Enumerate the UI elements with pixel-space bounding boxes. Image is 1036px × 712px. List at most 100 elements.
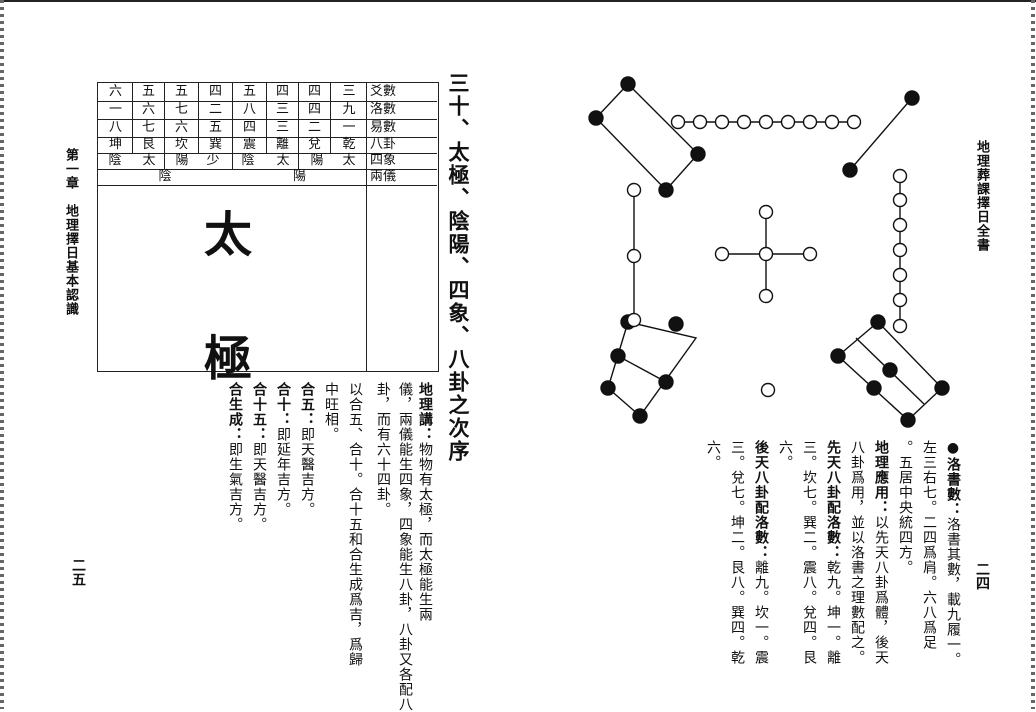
- table-cell: 九: [342, 102, 356, 117]
- left-body-col-5: 中旺相。: [323, 382, 339, 442]
- row-label-luo: 洛數: [370, 102, 397, 117]
- table-cell: 六: [141, 102, 155, 117]
- left-body-col-8: 合十五：即天醫吉方。: [251, 382, 267, 532]
- white-dot: [626, 312, 642, 328]
- left-body-col-1: 地理講：物物有太極，而太極能生兩: [417, 382, 433, 622]
- table-cell: 坎: [174, 137, 188, 152]
- black-dot: [870, 314, 886, 330]
- white-dot: [892, 168, 908, 184]
- black-dot: [934, 380, 950, 396]
- right-body-col-2: 左三右七。二四爲肩。六八爲足: [921, 440, 937, 650]
- table-cell: 一: [108, 102, 122, 117]
- white-dot: [714, 114, 730, 130]
- white-dot: [758, 204, 774, 220]
- white-dot: [802, 246, 818, 262]
- white-dot: [892, 292, 908, 308]
- table-cell: 五: [208, 120, 222, 135]
- black-dot: [866, 380, 882, 396]
- table-cell: 兌: [307, 137, 321, 152]
- table-cell: 坤: [108, 137, 122, 152]
- table-cell: 八: [242, 102, 256, 117]
- page-top-edge: [0, 0, 1036, 2]
- section-title: 三十、太極、陰陽、四象、八卦之次序: [446, 72, 471, 463]
- sixiang-cell: 陰: [108, 153, 122, 168]
- black-dot: [600, 380, 616, 396]
- white-dot: [758, 288, 774, 304]
- left-body-col-4: 以合五、合十。合十五和合生成爲吉，爲歸: [347, 382, 363, 667]
- left-binding-edge: [0, 0, 4, 709]
- black-dot: [882, 362, 898, 378]
- table-cell: 五: [242, 84, 256, 99]
- table-cell: 四: [307, 102, 321, 117]
- book-header: 地理葬課擇日全書: [974, 140, 989, 252]
- black-dot: [842, 162, 858, 178]
- right-body-col-6: 先天八卦配洛數：乾九。坤一。離: [825, 440, 841, 665]
- white-dot: [802, 114, 818, 130]
- right-body-col-4: 地理應用：以先天八卦爲體，後天: [873, 440, 889, 665]
- taiji-sequence-table: 爻數 洛數 易數 八卦 四象 兩儀 三 九 一 乾 四 四 二 兌 四 三 三 …: [97, 82, 439, 387]
- table-cell: 四: [275, 84, 289, 99]
- row-label-sixiang: 四象: [370, 153, 397, 168]
- white-dot: [692, 114, 708, 130]
- table-cell: 二: [208, 102, 222, 117]
- taiji-char-top: 太: [204, 207, 253, 263]
- table-cell: 三: [342, 84, 356, 99]
- page-number-left: 二五: [70, 558, 86, 586]
- white-dot: [760, 382, 776, 398]
- table-cell: 震: [242, 137, 256, 152]
- white-dot: [892, 217, 908, 233]
- black-dot: [658, 182, 674, 198]
- white-dot: [892, 192, 908, 208]
- table-cell: 六: [174, 120, 188, 135]
- chapter-header: 第一章 地理擇日基本認識: [63, 148, 78, 316]
- sixiang-cell: 陽: [310, 153, 324, 168]
- right-body-col-8: 六。: [777, 440, 793, 470]
- row-label-liangyi: 兩儀: [370, 169, 397, 184]
- black-dot: [632, 408, 648, 424]
- left-body-col-3: 卦，而有六十四卦。: [375, 382, 391, 517]
- table-cell: 五: [141, 84, 155, 99]
- table-cell: 六: [108, 84, 122, 99]
- white-dot: [626, 182, 642, 198]
- row-label-yao: 爻數: [370, 84, 397, 99]
- sixiang-cell: 陽: [175, 153, 189, 168]
- white-dot: [892, 318, 908, 334]
- taiji-char-bottom: 極: [204, 331, 253, 387]
- luoshu-diagram: [588, 76, 950, 428]
- right-binding-edge: [1031, 0, 1035, 709]
- left-body-col-6: 合五：即天醫吉方。: [299, 382, 315, 517]
- sixiang-cell: 少: [206, 153, 220, 168]
- white-dot: [892, 242, 908, 258]
- sixiang-cell: 太: [276, 153, 290, 168]
- page-number-right: 二四: [974, 562, 990, 590]
- right-body-col-1: ●洛書數：洛書其數，載九履一。: [945, 440, 961, 667]
- white-dot: [626, 248, 642, 264]
- white-dot: [892, 267, 908, 283]
- white-dot: [758, 246, 774, 262]
- table-cell: 七: [174, 102, 188, 117]
- table-cell: 一: [342, 120, 356, 135]
- table-cell: 四: [208, 84, 222, 99]
- table-cell: 乾: [342, 137, 356, 152]
- table-cell: 巽: [208, 137, 222, 152]
- row-label-gua: 八卦: [370, 137, 397, 152]
- table-cell: 三: [275, 102, 289, 117]
- black-dot: [668, 316, 684, 332]
- white-dot: [758, 114, 774, 130]
- table-cell: 五: [174, 84, 188, 99]
- white-dot: [780, 114, 796, 130]
- left-body-col-2: 儀，兩儀能生四象，四象能生八卦，八卦又各配八: [397, 382, 413, 712]
- right-body-col-10: 三。兌七。坤二。艮八。巽四。乾: [729, 440, 745, 665]
- row-label-yi: 易數: [370, 120, 397, 135]
- sixiang-cell: 太: [342, 153, 356, 168]
- table-cell: 三: [275, 120, 289, 135]
- right-body-col-3: 。五居中央統四方。: [897, 440, 913, 575]
- table-cell: 離: [275, 137, 289, 152]
- right-body-col-7: 三。坎七。巽二。震八。兌四。艮: [801, 440, 817, 665]
- white-dot: [736, 114, 752, 130]
- right-body-col-11: 六。: [705, 440, 721, 470]
- sixiang-cell: 陰: [241, 153, 255, 168]
- black-dot: [610, 348, 626, 364]
- sixiang-cell: 太: [142, 153, 156, 168]
- white-dot: [824, 114, 840, 130]
